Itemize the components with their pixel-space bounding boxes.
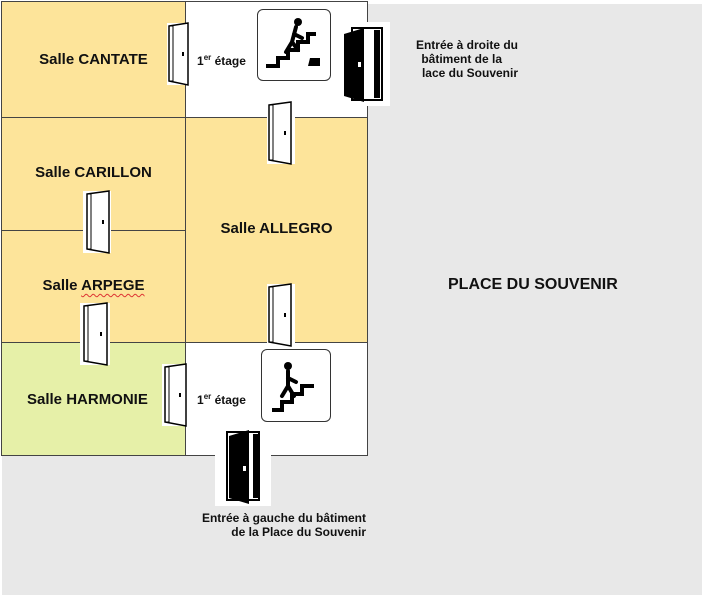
room-harmonie: Salle HARMONIE	[1, 342, 186, 456]
entrance-right-label: Entrée à droite du bâtiment de la lace d…	[415, 38, 518, 80]
stairs-icon	[257, 9, 331, 81]
room-arpege-label: Salle ARPEGE	[42, 277, 145, 294]
open-door-icon	[215, 426, 271, 511]
floor-label-top: 1er étage	[197, 53, 246, 68]
door-icon	[82, 190, 112, 259]
room-carillon-label: Salle CARILLON	[35, 164, 152, 181]
door-icon	[79, 302, 111, 371]
door-icon	[161, 363, 191, 432]
floor-label-bottom: 1er étage	[197, 392, 246, 407]
stairs-icon	[261, 349, 331, 422]
room-cantate-label: Salle CANTATE	[39, 51, 148, 68]
room-allegro-label: Salle ALLEGRO	[220, 220, 333, 237]
door-icon	[266, 101, 296, 170]
room-harmonie-label: Salle HARMONIE	[27, 390, 148, 408]
room-cantate: Salle CANTATE	[1, 1, 186, 118]
door-icon	[266, 283, 296, 352]
place-du-souvenir-label: PLACE DU SOUVENIR	[448, 276, 618, 293]
open-door-icon	[338, 22, 390, 111]
door-icon	[166, 22, 192, 91]
entrance-left-label: Entrée à gauche du bâtiment de la Place …	[201, 511, 366, 539]
